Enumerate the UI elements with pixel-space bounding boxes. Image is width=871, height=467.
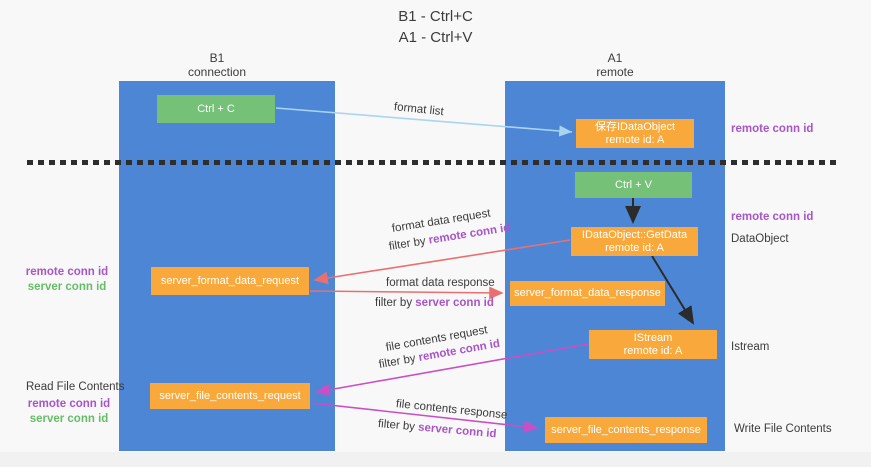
ctrl-v-box: Ctrl + V	[575, 172, 692, 198]
server-file-contents-request-box: server_file_contents_request	[150, 383, 310, 409]
remote-conn-id-label-right-mid: remote conn id	[731, 211, 814, 223]
a1-column-label: A1 remote	[505, 51, 725, 79]
server-format-data-request-label: server_format_data_request	[160, 274, 300, 287]
save-idataobject-box: 保存IDataObject remote id: A	[576, 119, 694, 148]
istream-box: IStream remote id: A	[589, 330, 717, 359]
ctrl-v-box-label: Ctrl + V	[615, 178, 652, 191]
left-conn-id-labels-bottom: remote conn id server conn id	[26, 397, 112, 427]
dataobject-label: DataObject	[731, 233, 789, 245]
server-file-contents-response-label: server_file_contents_response	[551, 423, 701, 436]
filter-by-text: filter by	[375, 297, 413, 309]
filter-by-text: filter by	[388, 235, 427, 253]
b1-column-role: connection	[187, 65, 247, 79]
page-title: B1 - Ctrl+C A1 - Ctrl+V	[0, 6, 871, 48]
idataobject-getdata-box-title: IDataObject::GetData	[581, 228, 688, 241]
remote-conn-id-label-right-top: remote conn id	[731, 123, 814, 135]
b1-column-label: B1 connection	[109, 51, 325, 79]
a1-column-role: remote	[596, 65, 634, 79]
ctrl-c-box: Ctrl + C	[157, 95, 275, 123]
b1-column-name: B1	[209, 51, 225, 65]
remote-conn-id-label-left-top: remote conn id	[25, 266, 109, 278]
server-file-contents-request-label: server_file_contents_request	[159, 389, 301, 402]
idataobject-getdata-box-subtitle: remote id: A	[605, 241, 664, 254]
idataobject-getdata-box: IDataObject::GetData remote id: A	[571, 227, 698, 256]
save-idataobject-box-subtitle: remote id: A	[605, 133, 665, 146]
filter-by-server-conn-id-label-1: filter by server conn id	[375, 297, 494, 309]
format-data-response-label: format data response	[386, 277, 495, 289]
session-separator-dashed-line	[27, 160, 837, 165]
remote-conn-id-label-left-bottom: remote conn id	[27, 398, 111, 410]
filter-by-text: filter by	[377, 418, 416, 434]
filter-by-server-conn-id-label-2: filter by server conn id	[377, 418, 496, 440]
server-conn-id-text: server conn id	[417, 421, 497, 441]
istream-box-title: IStream	[633, 331, 673, 344]
read-file-contents-label: Read File Contents	[26, 381, 125, 393]
istream-label: Istream	[731, 341, 770, 353]
save-idataobject-box-title: 保存IDataObject	[594, 120, 676, 133]
file-contents-response-label: file contents response	[395, 398, 508, 422]
server-conn-id-label-left-top: server conn id	[27, 281, 107, 293]
page-title-line2: A1 - Ctrl+V	[398, 29, 473, 46]
server-file-contents-response-box: server_file_contents_response	[545, 417, 707, 443]
left-conn-id-labels-top: remote conn id server conn id	[22, 265, 112, 295]
server-conn-id-label-left-bottom: server conn id	[29, 413, 109, 425]
filter-by-text: filter by	[377, 352, 417, 371]
ctrl-c-box-label: Ctrl + C	[197, 102, 235, 115]
server-conn-id-text: server conn id	[415, 297, 494, 309]
format-list-label: format list	[393, 101, 445, 119]
server-format-data-response-box: server_format_data_response	[510, 281, 665, 306]
page-title-line1: B1 - Ctrl+C	[398, 8, 473, 25]
bottom-strip	[0, 452, 871, 467]
server-format-data-response-label: server_format_data_response	[514, 287, 661, 299]
write-file-contents-label: Write File Contents	[734, 423, 832, 435]
istream-box-subtitle: remote id: A	[623, 344, 683, 357]
server-format-data-request-box: server_format_data_request	[151, 267, 309, 295]
a1-column-name: A1	[607, 51, 623, 65]
format-data-response-arrow	[309, 286, 504, 300]
